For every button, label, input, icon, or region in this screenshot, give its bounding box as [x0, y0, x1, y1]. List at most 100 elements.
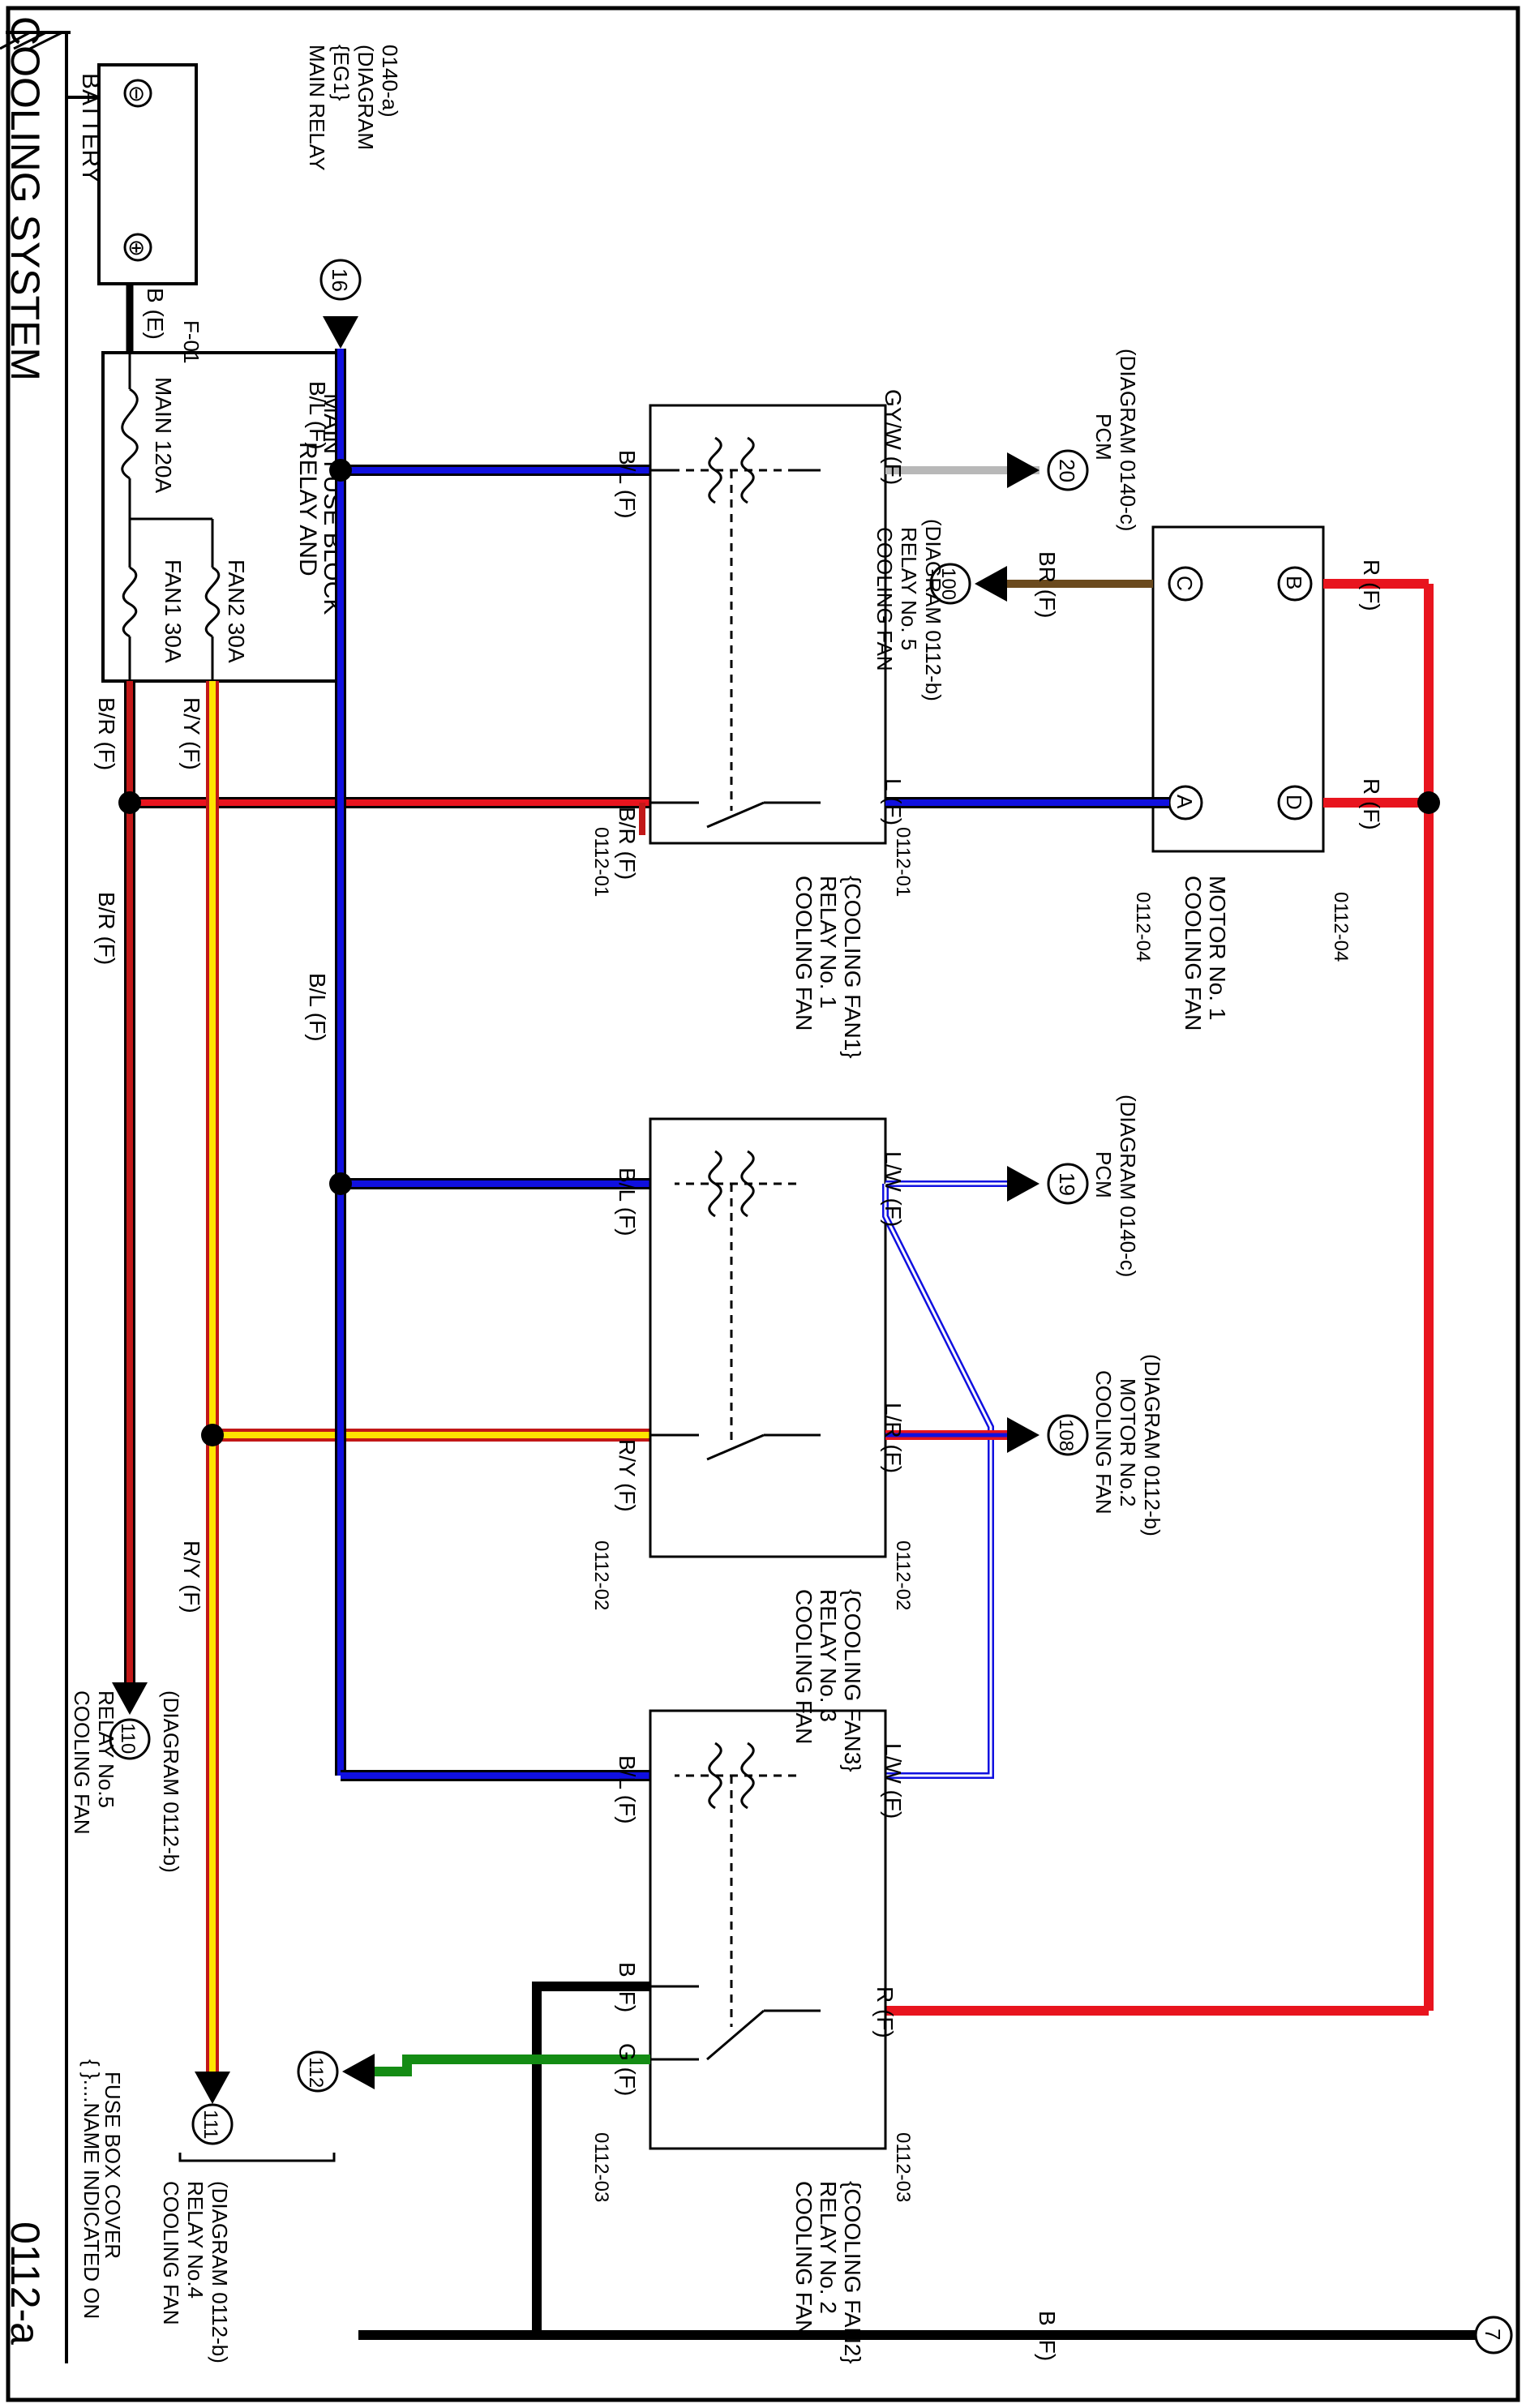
- battery-label: BATTERY: [77, 73, 104, 183]
- ref-number-111: 111: [199, 2110, 221, 2139]
- pin-b-label: B: [1282, 576, 1306, 589]
- relay-1-label-3: {COOLING FAN1}: [840, 876, 865, 1059]
- relay-2-switch-icon: [650, 1776, 821, 2061]
- pcm-20-label-1: PCM: [1091, 413, 1116, 461]
- main-relay-label-3: (DIAGRAM: [354, 45, 378, 150]
- relay-2-connector-top: 0112-03: [590, 2132, 612, 2202]
- ref-circle-110: [109, 1718, 151, 1760]
- negative-symbol: ⊖: [125, 85, 149, 103]
- ref-circle-16: [319, 259, 362, 301]
- cooling-fan-relay-2: [649, 1709, 887, 2150]
- wire-label-b-r-3: B/R (F): [615, 807, 640, 880]
- note-text-1: { }....NAME INDICATED ON: [79, 2059, 104, 2319]
- page-border: [6, 6, 1520, 2402]
- wire-label-b-l-3: B/L (F): [615, 450, 640, 519]
- main-fuse-icon: [121, 388, 139, 480]
- wire-l-w: [882, 1180, 1007, 1779]
- relay-4-label-3: (DIAGRAM 0112-b): [208, 2181, 232, 2363]
- ref-circle-20: [1047, 449, 1089, 491]
- ref-circle-108: [1047, 1414, 1089, 1456]
- motor-2-label-1: COOLING FAN: [1091, 1370, 1116, 1515]
- wire-label-b-l-2: B/L (F): [305, 973, 330, 1042]
- wire-label-l-r: L/R (F): [881, 1403, 906, 1473]
- relay-5a-label-1: COOLING FAN: [872, 527, 897, 671]
- note-text-2: FUSE BOX COVER: [101, 2072, 125, 2259]
- ground-icon: [0, 31, 63, 50]
- wire-b-l: [335, 349, 650, 1781]
- relay-5a-label-2: RELAY No. 5: [897, 527, 921, 650]
- relay-2-label-2: RELAY No. 2: [816, 2181, 841, 2314]
- relay-3-coil-icon: [675, 1150, 796, 1218]
- ref-circle-100: [929, 563, 971, 605]
- motor-1-label-2: MOTOR No. 1: [1205, 876, 1230, 1020]
- motor-1-connector-a: 0112-04: [1132, 892, 1154, 962]
- relay-2-coil-icon: [675, 1742, 796, 1810]
- splice-b-r: [118, 791, 141, 814]
- diagram-title: COOLING SYSTEM: [2, 16, 48, 381]
- fuse-block-label-1: RELAY AND: [294, 442, 321, 576]
- pin-d-label: D: [1282, 795, 1306, 810]
- pin-a-label: A: [1172, 795, 1197, 809]
- cooling-fan-relay-1: [649, 404, 887, 845]
- arrow-111: [195, 2072, 230, 2104]
- relay-3-connector-top: 0112-02: [590, 1540, 612, 1610]
- ref-circle-112: [297, 2050, 339, 2093]
- wire-label-br: BR (F): [1035, 551, 1060, 618]
- relay-3-label-2: RELAY No. 3: [816, 1589, 841, 1722]
- pin-c: [1168, 566, 1203, 602]
- relay-1-label-1: COOLING FAN: [791, 876, 817, 1030]
- wire-g: [375, 2055, 650, 2076]
- wire-r: [885, 579, 1434, 2016]
- pin-d: [1277, 785, 1313, 821]
- main-relay-label-2: {EG1}: [329, 45, 354, 101]
- pin-b: [1277, 566, 1313, 602]
- wire-label-gy-w: GY/W (F): [881, 389, 906, 485]
- relay-2-connector-bottom: 0112-03: [892, 2132, 914, 2202]
- relay-1-label-2: RELAY No. 1: [816, 876, 841, 1009]
- main-relay-label-4: 0140-a): [378, 45, 402, 118]
- ref-number-112: 112: [305, 2057, 327, 2088]
- relay-5b-label-2: RELAY No.5: [94, 1690, 118, 1808]
- ref-number-100: 100: [937, 568, 959, 600]
- motor-1-label-1: COOLING FAN: [1181, 876, 1206, 1030]
- wire-label-r-y-2: R/Y (F): [179, 1540, 204, 1613]
- relay-1-connector-bottom: 0112-01: [892, 827, 914, 897]
- pcm-20-label-2: (DIAGRAM 0140-c): [1116, 349, 1140, 531]
- page-number: 0112-a: [2, 2222, 48, 2345]
- fan1-fuse-icon: [122, 566, 138, 638]
- motor-2-label-2: MOTOR No.2: [1116, 1378, 1140, 1506]
- splice-r: [1417, 791, 1440, 814]
- relay-1-switch-icon: [650, 470, 821, 829]
- fan2-fuse-icon: [204, 566, 221, 638]
- ref-number-16: 16: [328, 268, 352, 292]
- arrow-110: [112, 1682, 148, 1715]
- ref-circle-19: [1047, 1163, 1089, 1205]
- wire-label-b-r-1: B/R (F): [94, 697, 119, 770]
- bracket-relay-4: [178, 2153, 336, 2162]
- relay-1-connector-top: 0112-01: [590, 827, 612, 897]
- pin-c-label: C: [1172, 576, 1197, 591]
- wire-label-r-y-1: R/Y (F): [179, 697, 204, 770]
- ref-circle-7: [1474, 2316, 1513, 2354]
- relay-4-label-1: COOLING FAN: [159, 2181, 183, 2325]
- connector-f01-label: F-01: [179, 320, 204, 363]
- splice-r-y: [201, 1424, 224, 1446]
- ref-number-108: 108: [1055, 1419, 1077, 1451]
- relay-3-switch-icon: [650, 1184, 821, 1461]
- fan1-fuse-label: FAN1 30A: [161, 559, 186, 663]
- positive-symbol: ⊕: [125, 239, 149, 257]
- battery-positive-icon: [123, 233, 152, 262]
- motor-1-connector-d: 0112-04: [1330, 892, 1352, 962]
- relay-1-coil-icon: [650, 436, 821, 504]
- relay-3-label-1: COOLING FAN: [791, 1589, 817, 1744]
- wire-label-r-1: R (F): [1359, 559, 1384, 611]
- wire-label-l: L (F): [881, 778, 906, 825]
- splice-b-l-2: [329, 1172, 352, 1195]
- battery-negative-icon: [123, 79, 152, 108]
- battery: [97, 63, 198, 285]
- ref-number-19: 19: [1055, 1172, 1079, 1196]
- wire-r-y: [206, 681, 650, 2072]
- relay-4-label-2: RELAY No.4: [183, 2181, 208, 2299]
